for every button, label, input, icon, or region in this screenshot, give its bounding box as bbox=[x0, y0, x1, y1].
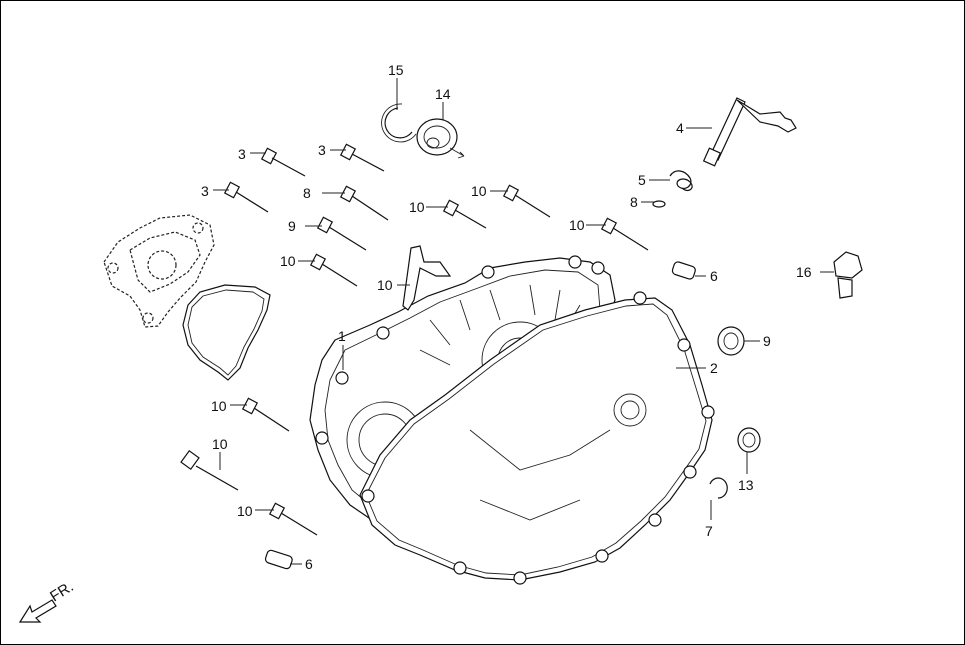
pin-8 bbox=[652, 200, 666, 208]
bolt-3c bbox=[223, 181, 269, 213]
callout-11: 10 bbox=[212, 436, 228, 452]
small-gasket bbox=[182, 284, 271, 381]
callout-2: 2 bbox=[710, 360, 718, 376]
callout-5: 5 bbox=[638, 172, 646, 188]
callout-10-g: 10 bbox=[211, 398, 227, 414]
oil-seal-9 bbox=[717, 326, 745, 356]
bolts bbox=[180, 143, 649, 536]
callout-labels: 15 14 3 3 3 8 9 10 10 10 10 10 10 10 10 … bbox=[201, 62, 812, 572]
callout-3-c: 3 bbox=[201, 183, 209, 199]
callout-10-e: 10 bbox=[471, 183, 487, 199]
ghost-cover-dashed bbox=[103, 214, 215, 328]
callout-8: 8 bbox=[630, 194, 638, 210]
callout-9: 9 bbox=[763, 333, 771, 349]
callout-4: 4 bbox=[676, 120, 684, 136]
bolt-11 bbox=[180, 449, 239, 491]
spring-5 bbox=[669, 170, 693, 192]
callout-13: 13 bbox=[738, 477, 754, 493]
gear-14 bbox=[416, 118, 465, 159]
callout-3-a: 3 bbox=[238, 146, 246, 162]
bolt-10g bbox=[241, 397, 290, 432]
bracket-12 bbox=[402, 245, 452, 311]
oil-seal-13 bbox=[737, 427, 761, 453]
callout-1: 1 bbox=[338, 328, 346, 344]
bolt-3a bbox=[260, 147, 306, 177]
callout-3-b: 3 bbox=[318, 142, 326, 158]
callout-15: 15 bbox=[388, 62, 404, 78]
circlip-7 bbox=[709, 477, 728, 499]
bolt-10d bbox=[442, 199, 487, 229]
dowel-pins bbox=[264, 261, 696, 570]
callout-10-c: 10 bbox=[280, 253, 296, 269]
front-arrow-icon bbox=[18, 599, 57, 623]
callout-14: 14 bbox=[435, 86, 451, 102]
circlip-15 bbox=[381, 103, 417, 143]
callout-10-f: 10 bbox=[569, 217, 585, 233]
bolt-10c bbox=[309, 253, 358, 287]
callout-7: 7 bbox=[705, 523, 713, 539]
bolt-3b bbox=[339, 143, 385, 172]
callout-10-b: 9 bbox=[288, 218, 296, 234]
plug-16 bbox=[833, 251, 863, 299]
bolt-10f bbox=[600, 217, 649, 251]
shaft-4 bbox=[702, 97, 797, 167]
bolt-10h bbox=[268, 502, 318, 536]
leader-lines bbox=[213, 78, 834, 565]
callout-10-a: 8 bbox=[303, 185, 311, 201]
callout-16: 16 bbox=[796, 264, 812, 280]
callout-12: 10 bbox=[377, 277, 393, 293]
callout-10-d: 10 bbox=[409, 199, 425, 215]
bolt-10b bbox=[316, 216, 367, 251]
cover-gasket bbox=[359, 291, 715, 585]
bolt-10e bbox=[502, 184, 551, 218]
callout-6-b: 6 bbox=[305, 556, 313, 572]
callout-6-a: 6 bbox=[710, 268, 718, 284]
callout-10-h: 10 bbox=[237, 503, 253, 519]
bolt-10a bbox=[339, 185, 389, 221]
